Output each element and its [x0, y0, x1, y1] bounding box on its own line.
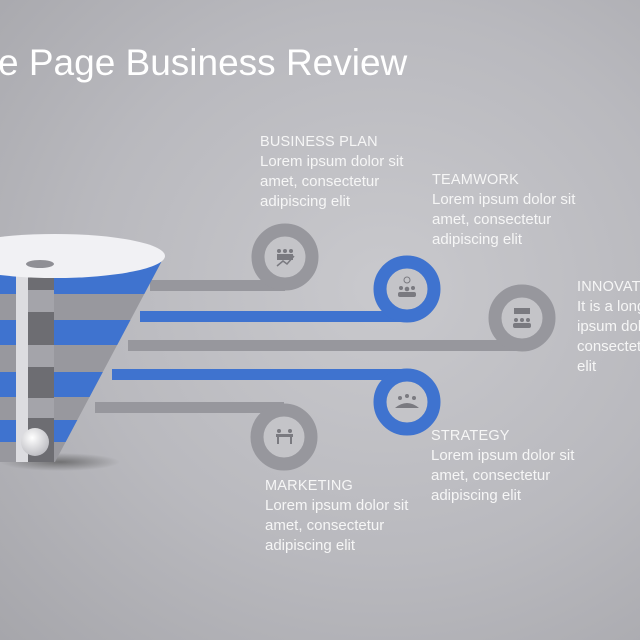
body-line: Lorem ipsum dolor sit [260, 153, 404, 170]
connector-strategy [112, 369, 407, 380]
presentation-team-icon [513, 308, 531, 328]
connector-marketing [95, 402, 284, 413]
ring-strategy [373, 368, 441, 436]
ball [21, 428, 49, 456]
heading: STRATEGY [431, 428, 510, 444]
body-line: amet, consectetur [265, 517, 385, 534]
slide-title: e Page Business Review [0, 42, 408, 83]
heading: MARKETING [265, 478, 353, 494]
body-line: ipsum dol [577, 318, 640, 335]
text-marketing: MARKETING Lorem ipsum dolor sit amet, co… [265, 476, 408, 556]
people-desk-icon [276, 429, 293, 444]
body-line: amet, consectetur [260, 173, 380, 190]
body-line: adipiscing elit [431, 487, 522, 504]
connector-business-plan [150, 280, 285, 291]
text-innovation: INNOVAT It is a long ipsum dol consectet… [577, 277, 640, 377]
text-teamwork: TEAMWORK Lorem ipsum dolor sit amet, con… [432, 170, 575, 250]
body-line: Lorem ipsum dolor sit [432, 191, 576, 208]
body-line: consectet [577, 338, 640, 355]
heading: BUSINESS PLAN [260, 134, 378, 150]
body-line: amet, consectetur [431, 467, 551, 484]
body-line: adipiscing elit [260, 193, 351, 210]
heading: TEAMWORK [432, 172, 519, 188]
text-business-plan: BUSINESS PLAN Lorem ipsum dolor sit amet… [260, 132, 403, 212]
body-line: It is a long [577, 298, 640, 315]
heading: INNOVAT [577, 279, 640, 295]
body-line: adipiscing elit [265, 537, 356, 554]
business-growth-icon [276, 249, 295, 267]
connector-teamwork [140, 311, 407, 322]
text-strategy: STRATEGY Lorem ipsum dolor sit amet, con… [431, 426, 574, 506]
body-line: Lorem ipsum dolor sit [265, 497, 409, 514]
connector-innovation [128, 340, 522, 351]
body-line: Lorem ipsum dolor sit [431, 447, 575, 464]
body-line: elit [577, 358, 597, 375]
meeting-table-icon [395, 394, 419, 408]
funnel-notch [26, 260, 54, 268]
body-line: amet, consectetur [432, 211, 552, 228]
body-line: adipiscing elit [432, 231, 523, 248]
team-location-icon [398, 276, 416, 297]
